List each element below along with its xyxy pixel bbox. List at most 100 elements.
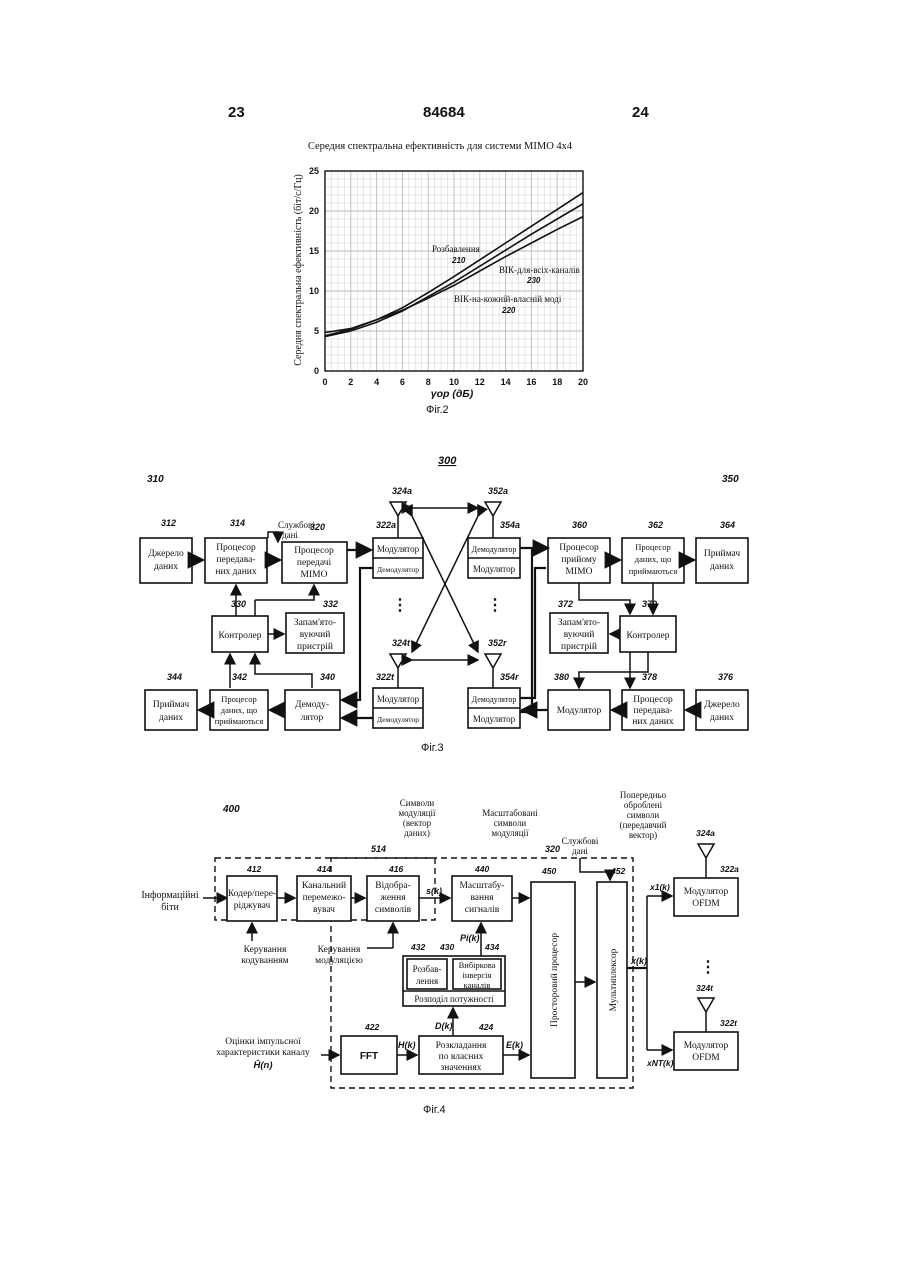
annotation-ref-230: 230 <box>526 276 541 285</box>
svg-text:OFDM: OFDM <box>692 1053 720 1063</box>
svg-text:Модулятор: Модулятор <box>684 1041 729 1051</box>
block-414-interleaver: 414 Канальний перемежо- вувач <box>297 864 351 921</box>
block-370-controller: 370 Контролер <box>620 599 676 652</box>
svg-text:вувач: вувач <box>313 905 335 915</box>
svg-text:перемежо-: перемежо- <box>303 893 346 903</box>
svg-text:332: 332 <box>323 599 338 609</box>
svg-text:440: 440 <box>474 864 489 874</box>
block-354r-modem: 354r Демодулятор Модулятор <box>468 672 520 728</box>
y-tick-label: 25 <box>309 166 319 176</box>
fig2-caption: Фіг.2 <box>426 404 449 416</box>
y-tick-label: 0 <box>314 366 319 376</box>
svg-text:422: 422 <box>364 1022 379 1032</box>
svg-text:пристрій: пристрій <box>561 641 597 652</box>
block-330-controller: 330 Контролер <box>212 599 268 652</box>
svg-text:символи: символи <box>627 810 660 820</box>
svg-text:передава-: передава- <box>217 555 256 565</box>
block-452-multiplexer: 452 Мультиплексор <box>597 866 627 1078</box>
label-channel-estimates: Оцінки імпульсної <box>225 1037 301 1047</box>
svg-text:Демодулятор: Демодулятор <box>377 715 419 724</box>
label-mod-symbols: Символи <box>400 798 435 808</box>
svg-text:них даних: них даних <box>215 567 257 577</box>
x-tick-label: 16 <box>526 377 536 387</box>
ellipsis-right: ⋮ <box>487 597 503 614</box>
fig3-ref-310: 310 <box>147 474 164 485</box>
svg-text:324a: 324a <box>392 486 412 496</box>
fig3-caption: Фіг.3 <box>421 742 444 754</box>
svg-text:412: 412 <box>246 864 261 874</box>
svg-text:Процесор: Процесор <box>216 543 256 553</box>
svg-text:Масштабу-: Масштабу- <box>459 880 504 891</box>
svg-text:324t: 324t <box>392 638 411 648</box>
x-tick-label: 10 <box>449 377 459 387</box>
svg-text:символів: символів <box>375 905 412 915</box>
svg-text:344: 344 <box>167 672 182 682</box>
block-440-signal-scaling: 440 Масштабу- вання сигналів <box>452 864 512 921</box>
svg-text:Вибіркова: Вибіркова <box>459 960 496 970</box>
annotation-ref-210: 210 <box>451 256 466 265</box>
signal-x1-k: x1(k) <box>649 882 670 892</box>
x-tick-label: 12 <box>475 377 485 387</box>
svg-text:даних: даних <box>159 713 183 723</box>
svg-text:452: 452 <box>610 866 625 876</box>
block-424-eigen-decomposition: 424 Розкладання по власних значеннях <box>419 1022 503 1074</box>
svg-text:414: 414 <box>316 864 331 874</box>
svg-text:даних: даних <box>710 562 734 572</box>
svg-text:ріджувач: ріджувач <box>234 901 271 911</box>
svg-text:340: 340 <box>320 672 335 682</box>
svg-text:Модулятор: Модулятор <box>473 714 516 724</box>
block-364-data-sink: 364 Приймач даних <box>696 520 748 583</box>
svg-text:Відобра-: Відобра- <box>375 880 411 891</box>
label-service-data: Службові <box>562 836 599 846</box>
label-coding-control: Керування <box>244 945 287 955</box>
signal-s-k: s(k) <box>426 886 442 896</box>
svg-text:значеннях: значеннях <box>441 1063 482 1073</box>
svg-text:362: 362 <box>648 520 663 530</box>
block-416-symbol-mapping: 416 Відобра- ження символів <box>367 864 419 921</box>
svg-text:лення: лення <box>416 976 438 986</box>
ref-514: 514 <box>371 844 386 854</box>
x-tick-label: 2 <box>348 377 353 387</box>
svg-text:FFT: FFT <box>360 1051 378 1062</box>
patent-number: 84684 <box>423 104 465 121</box>
annotation-dilution: Розбавлення <box>432 244 480 254</box>
svg-text:352r: 352r <box>488 638 507 648</box>
svg-text:прийому: прийому <box>561 554 597 565</box>
svg-text:416: 416 <box>388 864 403 874</box>
svg-text:вуючий: вуючий <box>564 629 595 640</box>
svg-text:Запам'ято-: Запам'ято- <box>558 618 600 628</box>
svg-text:дані: дані <box>572 846 588 856</box>
svg-text:432: 432 <box>410 942 425 952</box>
signal-e-k: E(k) <box>506 1040 523 1050</box>
block-362-rx-data-processor: 362 Процесор даних, що приймаються <box>622 520 684 583</box>
svg-text:322a: 322a <box>376 520 396 530</box>
block-450-spatial-processor: 450 Просторовий процесор <box>531 866 575 1078</box>
svg-text:вання: вання <box>470 893 494 903</box>
svg-text:Джерело: Джерело <box>704 700 740 710</box>
signal-p-k: Pi(k) <box>460 933 480 943</box>
svg-text:364: 364 <box>720 520 735 530</box>
x-tick-label: 20 <box>578 377 588 387</box>
block-360-rx-mimo-processor: 360 Процесор прийому MIMO <box>548 520 610 583</box>
svg-text:оброблені: оброблені <box>624 800 663 810</box>
svg-text:Модулятор: Модулятор <box>377 544 420 554</box>
svg-text:322t: 322t <box>376 672 395 682</box>
svg-text:Процесор: Процесор <box>294 546 334 556</box>
chart-title: Середня спектральна ефективність для сис… <box>308 141 573 152</box>
svg-text:Демодулятор: Демодулятор <box>472 695 517 704</box>
svg-text:Модулятор: Модулятор <box>557 706 602 716</box>
signal-h-k: H(k) <box>398 1040 416 1050</box>
signal-d-k: D(k) <box>435 1021 453 1031</box>
svg-text:320: 320 <box>310 522 325 532</box>
svg-text:322t: 322t <box>720 1018 738 1028</box>
signal-xnt-k: xNT(k) <box>646 1058 674 1068</box>
svg-text:Контролер: Контролер <box>626 631 669 641</box>
block-376-data-source: 376 Джерело даних <box>696 672 748 730</box>
svg-text:380: 380 <box>554 672 569 682</box>
block-422-fft: 422 FFT <box>341 1022 397 1074</box>
label-scaled-symbols: Масштабовані <box>482 808 538 818</box>
annotation-ref-220: 220 <box>501 306 516 315</box>
ellipsis-icon: ⋮ <box>700 959 716 976</box>
svg-text:Канальний: Канальний <box>302 880 346 891</box>
fig4-diagram: 400 Символи модуляції (вектор даних) Мас… <box>135 786 765 1116</box>
